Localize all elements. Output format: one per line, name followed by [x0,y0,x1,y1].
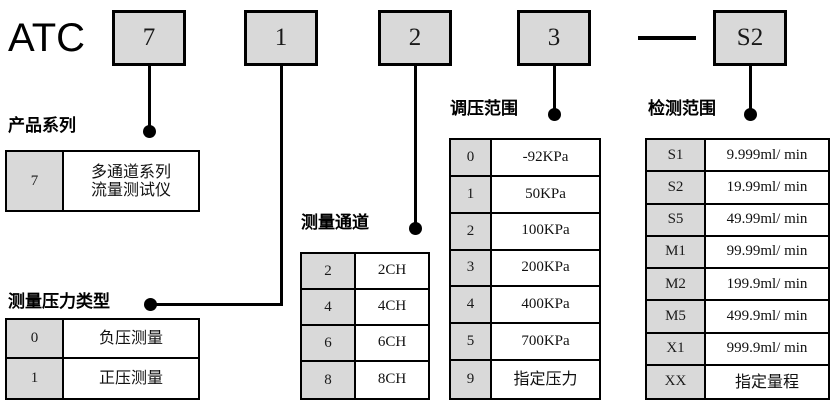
row-description: -92KPa [522,148,569,165]
code-box-pressure-range: 3 [517,10,591,66]
code-box-detection-range: S2 [713,10,787,66]
row-description: 700KPa [521,333,570,350]
connector-channels [414,66,417,230]
row-description: 50KPa [525,185,566,202]
row-description: 指定压力 [513,369,578,389]
row-code: 2 [302,254,356,288]
row-description: 正压测量 [98,368,163,388]
table-pressure-range: 0 -92KPa 1 50KPa 2 100KPa 3 200KPa 4 400KPa 5 700KP… [449,138,601,400]
table-row: M2 199.9ml/ min [647,269,828,302]
row-description: 100KPa [521,222,570,239]
table-row: S5 49.99ml/ min [647,204,828,237]
table-row: 0 负压测量 [7,320,198,359]
table-channels: 2 2CH 4 4CH 6 6CH 8 8CH [300,252,430,400]
row-code: 1 [451,176,492,212]
connector-pressure-range [553,66,556,113]
row-code: 4 [451,287,492,323]
row-code: 9 [451,361,492,398]
table-row: X1 999.9ml/ min [647,333,828,366]
table-row: 5 700KPa [451,324,599,362]
row-description: 999.9ml/ min [726,340,808,356]
table-row: 1 正压测量 [7,359,198,398]
row-description: 多通道系列流量测试仪 [90,161,171,199]
connector-detection-range [749,66,752,113]
connector-dot-detection-range [744,108,757,121]
row-code: 0 [7,320,64,357]
brand-label: ATC [8,16,86,60]
table-row: 3 200KPa [451,250,599,288]
connector-dot-channels [409,222,422,235]
row-code: 5 [451,324,492,360]
row-code: 0 [451,140,492,175]
row-description: 200KPa [521,259,570,276]
table-row: 1 50KPa [451,176,599,214]
table-row: 2 2CH [302,254,428,290]
row-code: S2 [647,172,706,203]
table-row: S1 9.999ml/ min [647,140,828,173]
table-row: 4 400KPa [451,287,599,325]
row-description: 6CH [377,334,407,351]
row-description: 2CH [377,262,407,279]
row-code: M2 [647,269,706,300]
code-box-series: 7 [112,10,186,66]
table-row: 0 -92KPa [451,140,599,177]
table-row: 6 6CH [302,326,428,362]
row-code: 6 [302,326,356,360]
caption-pressure-range: 调压范围 [450,99,518,119]
row-description: 负压测量 [98,328,163,348]
code-box-channels: 2 [378,10,452,66]
caption-pressure-type: 测量压力类型 [8,292,110,312]
table-row: XX 指定量程 [647,365,828,398]
connector-dot-series [143,125,156,138]
row-code: XX [647,365,706,398]
row-code: M1 [647,236,706,267]
row-description: 400KPa [521,296,570,313]
table-row: 8 8CH [302,362,428,398]
row-code: 7 [7,152,64,210]
table-row: M1 99.99ml/ min [647,236,828,269]
connector-dot-pressure-type [144,298,157,311]
row-description: 9.999ml/ min [726,146,808,163]
code-box-pressure-type: 1 [244,10,318,66]
row-code: 1 [7,359,64,398]
table-row: S2 19.99ml/ min [647,172,828,205]
table-series: 7 多通道系列流量测试仪 [5,150,200,212]
table-row: 7 多通道系列流量测试仪 [7,152,198,210]
caption-channels: 测量通道 [301,213,369,233]
row-code: 2 [451,213,492,249]
table-row: 9 指定压力 [451,361,599,398]
connector-series [148,66,151,130]
row-code: S1 [647,140,706,171]
row-description: 8CH [377,371,407,388]
row-code: X1 [647,333,706,364]
table-row: M5 499.9ml/ min [647,301,828,334]
table-pressure-type: 0 负压测量 1 正压测量 [5,318,200,400]
separator-dash [638,36,696,40]
connector-pressure-type-horizontal [150,303,283,306]
row-description: 199.9ml/ min [726,275,808,292]
row-description: 49.99ml/ min [726,211,808,227]
row-description: 指定量程 [734,371,799,391]
row-description: 4CH [377,298,407,315]
row-code: 3 [451,250,492,286]
row-description: 19.99ml/ min [726,178,808,195]
row-code: 4 [302,290,356,324]
caption-detection-range: 检测范围 [648,99,716,119]
row-description: 499.9ml/ min [726,307,808,324]
connector-pressure-type-vertical [280,66,283,305]
row-code: M5 [647,301,706,332]
caption-series: 产品系列 [8,116,76,136]
row-description: 99.99ml/ min [726,243,808,260]
table-row: 2 100KPa [451,213,599,251]
connector-dot-pressure-range [548,108,561,121]
table-row: 4 4CH [302,290,428,326]
row-code: 8 [302,362,356,398]
row-code: S5 [647,204,706,235]
